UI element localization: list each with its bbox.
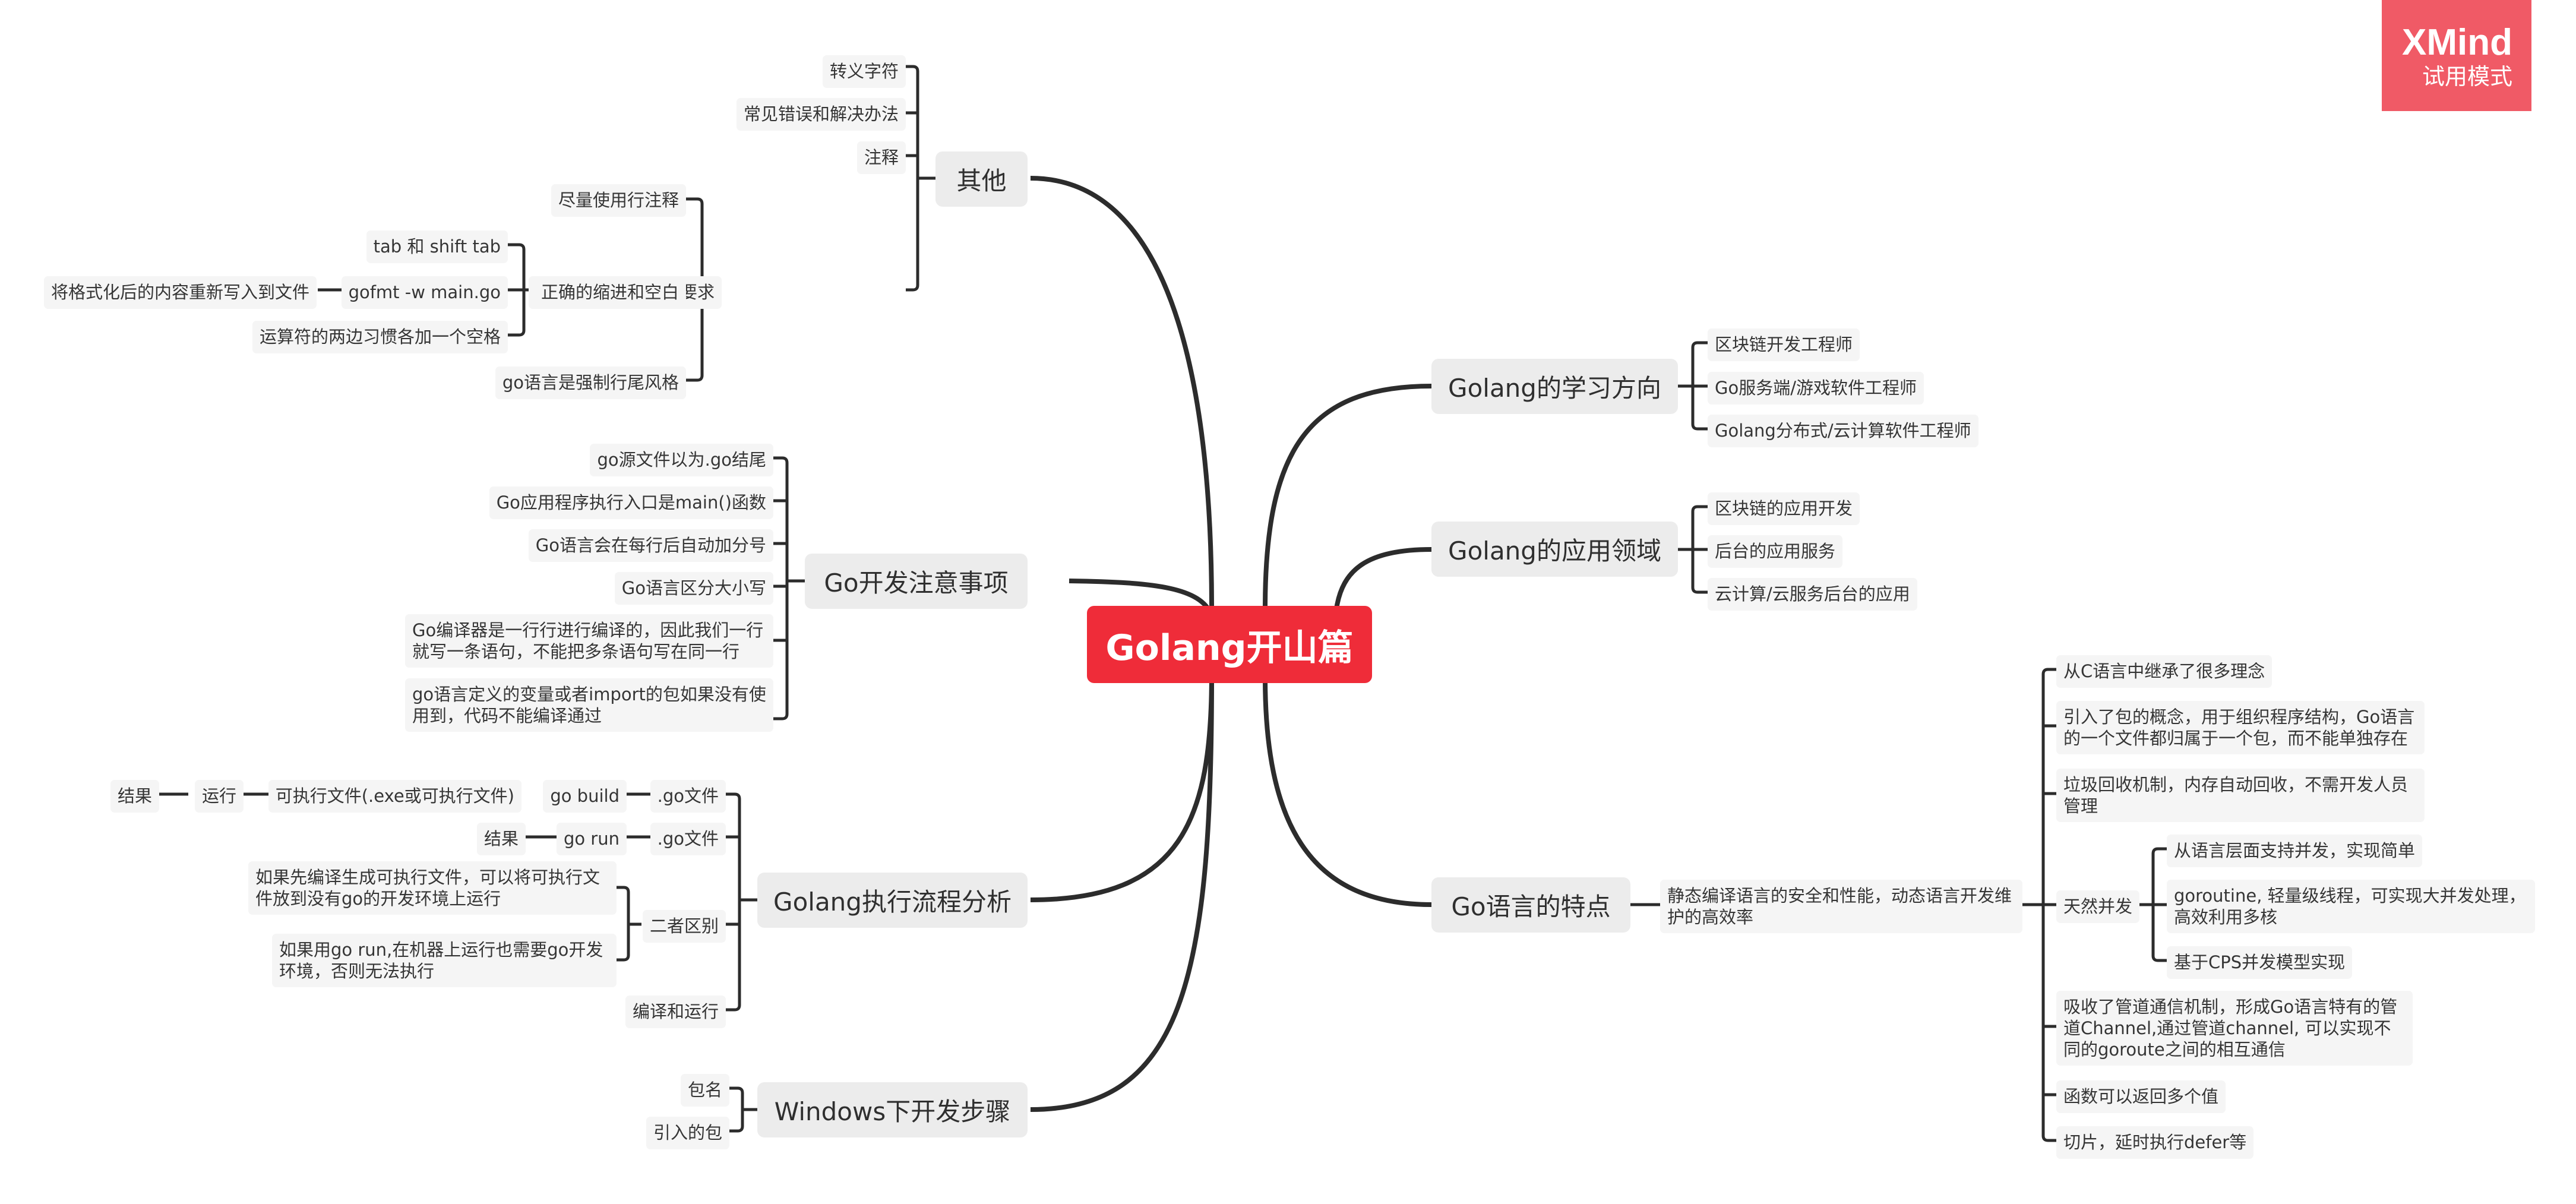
subtopic-app-cloud[interactable]: 云计算/云服务后台的应用: [1708, 578, 1917, 611]
subtopic-feature-package[interactable]: 引入了包的概念，用于组织程序结构，Go语言的一个文件都归属于一个包，而不能单独存…: [2056, 701, 2425, 754]
subtopic-go-build[interactable]: go build: [543, 780, 627, 813]
trial-mode-label: 试用模式: [2422, 63, 2512, 90]
topic-learning-direction[interactable]: Golang的学习方向: [1431, 359, 1678, 414]
xmind-logo: XMind: [2402, 21, 2512, 63]
subtopic-indent-whitespace[interactable]: 正确的缩进和空白: [533, 276, 686, 309]
subtopic-concurrency-goroutine[interactable]: goroutine, 轻量级线程，可实现大并发处理，高效利用多核: [2167, 880, 2535, 933]
subtopic-app-blockchain[interactable]: 区块链的应用开发: [1708, 492, 1860, 525]
subtopic-imported-package[interactable]: 引入的包: [646, 1117, 729, 1149]
subtopic-package-name[interactable]: 包名: [680, 1074, 729, 1107]
subtopic-concurrency-language[interactable]: 从语言层面支持并发，实现简单: [2167, 835, 2423, 867]
subtopic-common-errors[interactable]: 常见错误和解决办法: [736, 98, 906, 131]
subtopic-app-backend[interactable]: 后台的应用服务: [1708, 535, 1843, 568]
subtopic-run-result[interactable]: 结果: [476, 823, 526, 855]
subtopic-note-main-entry[interactable]: Go应用程序执行入口是main()函数: [489, 486, 773, 519]
xmind-watermark: XMind 试用模式: [2382, 0, 2531, 111]
subtopic-note-unused[interactable]: go语言定义的变量或者import的包如果没有使用到，代码不能编译通过: [405, 678, 773, 732]
central-topic[interactable]: Golang开山篇: [1087, 606, 1372, 683]
subtopic-go-run[interactable]: go run: [556, 823, 627, 855]
topic-application-fields[interactable]: Golang的应用领域: [1431, 522, 1678, 577]
subtopic-learning-server[interactable]: Go服务端/游戏软件工程师: [1708, 372, 1924, 405]
subtopic-executable[interactable]: 可执行文件(.exe或可执行文件): [268, 780, 521, 813]
subtopic-build-go-file[interactable]: .go文件: [650, 780, 726, 813]
subtopic-diff-first[interactable]: 如果先编译生成可执行文件，可以将可执行文件放到没有go的开发环境上运行: [248, 861, 617, 915]
subtopic-feature-multi-return[interactable]: 函数可以返回多个值: [2056, 1080, 2226, 1113]
subtopic-feature-inherit-c[interactable]: 从C语言中继承了很多理念: [2056, 655, 2272, 688]
subtopic-feature-gc[interactable]: 垃圾回收机制，内存自动回收，不需开发人员管理: [2056, 769, 2425, 822]
subtopic-comments[interactable]: 注释: [856, 141, 906, 174]
subtopic-run[interactable]: 运行: [194, 780, 244, 813]
subtopic-tab-shift-tab[interactable]: tab 和 shift tab: [366, 230, 508, 263]
topic-features[interactable]: Go语言的特点: [1431, 877, 1630, 933]
subtopic-difference[interactable]: 二者区别: [642, 910, 726, 943]
subtopic-escape-chars[interactable]: 转义字符: [822, 55, 906, 88]
subtopic-learning-blockchain[interactable]: 区块链开发工程师: [1708, 328, 1860, 361]
subtopic-force-line-end[interactable]: go语言是强制行尾风格: [495, 366, 686, 399]
subtopic-note-compiler[interactable]: Go编译器是一行行进行编译的，因此我们一行就写一条语句，不能把多条语句写在同一行: [405, 614, 773, 668]
subtopic-run-go-file[interactable]: .go文件: [650, 823, 726, 855]
subtopic-compile-run[interactable]: 编译和运行: [625, 996, 726, 1028]
subtopic-feature-concurrency[interactable]: 天然并发: [2056, 890, 2140, 923]
topic-dev-notes[interactable]: Go开发注意事项: [805, 554, 1028, 609]
subtopic-concurrency-cps[interactable]: 基于CPS并发模型实现: [2167, 946, 2353, 979]
topic-exec-flow[interactable]: Golang执行流程分析: [757, 873, 1028, 928]
subtopic-operator-space[interactable]: 运算符的两边习惯各加一个空格: [252, 321, 508, 353]
subtopic-diff-second[interactable]: 如果用go run,在机器上运行也需要go开发环境，否则无法执行: [272, 934, 617, 987]
topic-other[interactable]: 其他: [935, 151, 1028, 207]
subtopic-gofmt-desc[interactable]: 将格式化后的内容重新写入到文件: [43, 276, 317, 309]
subtopic-gofmt[interactable]: gofmt -w main.go: [341, 276, 508, 309]
subtopic-prefer-line-comments[interactable]: 尽量使用行注释: [551, 184, 686, 217]
subtopic-learning-cloud[interactable]: Golang分布式/云计算软件工程师: [1708, 415, 1978, 447]
subtopic-note-go-suffix[interactable]: go源文件以为.go结尾: [590, 444, 773, 476]
subtopic-note-case-sensitive[interactable]: Go语言区分大小写: [614, 572, 773, 605]
subtopic-build-result[interactable]: 结果: [110, 780, 159, 813]
subtopic-feature-channel[interactable]: 吸收了管道通信机制，形成Go语言特有的管道Channel,通过管道channel…: [2056, 991, 2413, 1066]
subtopic-note-semicolon[interactable]: Go语言会在每行后自动加分号: [528, 529, 773, 562]
subtopic-features-summary[interactable]: 静态编译语言的安全和性能，动态语言开发维护的高效率: [1660, 880, 2022, 933]
topic-windows-steps[interactable]: Windows下开发步骤: [757, 1082, 1028, 1137]
subtopic-feature-slice-defer[interactable]: 切片，延时执行defer等: [2056, 1126, 2254, 1159]
